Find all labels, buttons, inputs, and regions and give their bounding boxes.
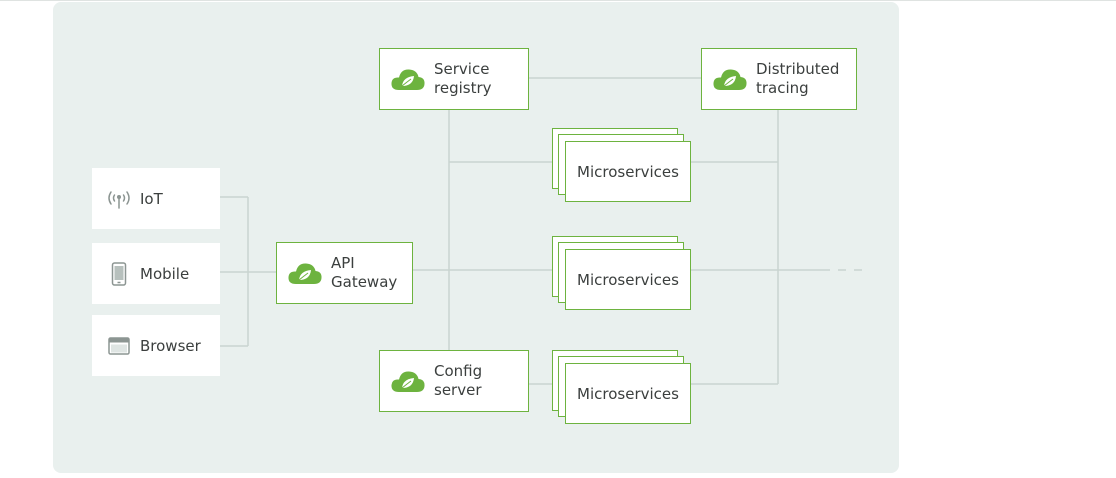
api-gateway-label: API Gateway	[331, 254, 398, 291]
client-browser: Browser	[92, 315, 220, 376]
config-server-node: Config server	[379, 350, 529, 412]
browser-window-icon	[106, 333, 132, 359]
distributed-tracing-label: Distributed tracing	[756, 60, 840, 97]
mobile-phone-icon	[106, 261, 132, 287]
microservices-stack: Microservices	[552, 128, 694, 205]
client-label: Mobile	[140, 264, 190, 283]
microservices-label: Microservices	[577, 162, 679, 181]
antenna-icon	[106, 186, 132, 212]
client-mobile: Mobile	[92, 243, 220, 304]
microservices-stack: Microservices	[552, 236, 694, 313]
spring-leaf-icon	[390, 368, 426, 394]
microservice-card-front: Microservices	[565, 249, 691, 310]
service-registry-label: Service registry	[434, 60, 492, 97]
config-server-label: Config server	[434, 362, 483, 399]
microservices-stack: Microservices	[552, 350, 694, 427]
spring-leaf-icon	[712, 66, 748, 92]
microservice-card-front: Microservices	[565, 141, 691, 202]
microservices-label: Microservices	[577, 270, 679, 289]
distributed-tracing-node: Distributed tracing	[701, 48, 857, 110]
microservice-card-front: Microservices	[565, 363, 691, 424]
client-label: Browser	[140, 336, 201, 355]
client-iot: IoT	[92, 168, 220, 229]
client-label: IoT	[140, 189, 163, 208]
spring-leaf-icon	[287, 260, 323, 286]
top-divider	[0, 0, 1116, 1]
api-gateway-node: API Gateway	[276, 242, 413, 304]
spring-leaf-icon	[390, 66, 426, 92]
service-registry-node: Service registry	[379, 48, 529, 110]
microservices-label: Microservices	[577, 384, 679, 403]
